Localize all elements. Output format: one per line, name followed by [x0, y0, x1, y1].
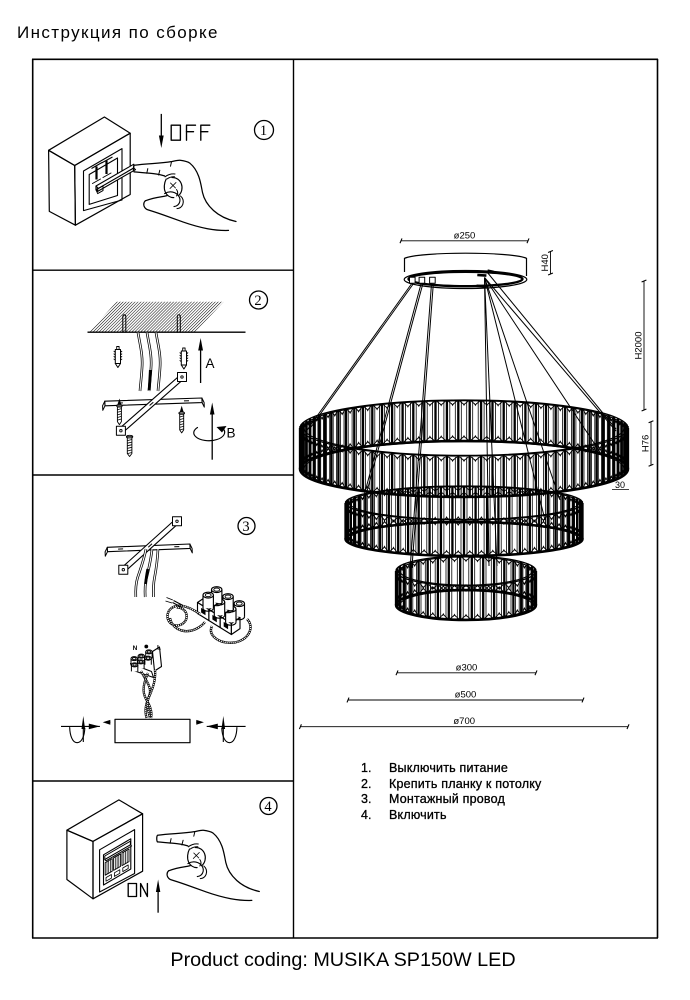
svg-text:ø500: ø500	[455, 690, 477, 701]
svg-text:3: 3	[242, 519, 249, 535]
svg-text:ø250: ø250	[454, 230, 476, 241]
svg-text:1: 1	[260, 123, 267, 139]
svg-text:30: 30	[615, 480, 625, 490]
svg-text:H76: H76	[641, 435, 652, 452]
svg-text:B: B	[227, 426, 236, 441]
svg-text:ø700: ø700	[453, 716, 475, 727]
svg-text:H2000: H2000	[634, 332, 645, 360]
svg-text:L: L	[157, 645, 161, 652]
svg-text:N: N	[133, 645, 138, 652]
svg-text:4: 4	[264, 799, 272, 815]
svg-text:2: 2	[254, 293, 261, 309]
svg-text:A: A	[206, 356, 215, 371]
svg-text:H40: H40	[540, 254, 551, 271]
svg-text:ø300: ø300	[456, 662, 478, 673]
